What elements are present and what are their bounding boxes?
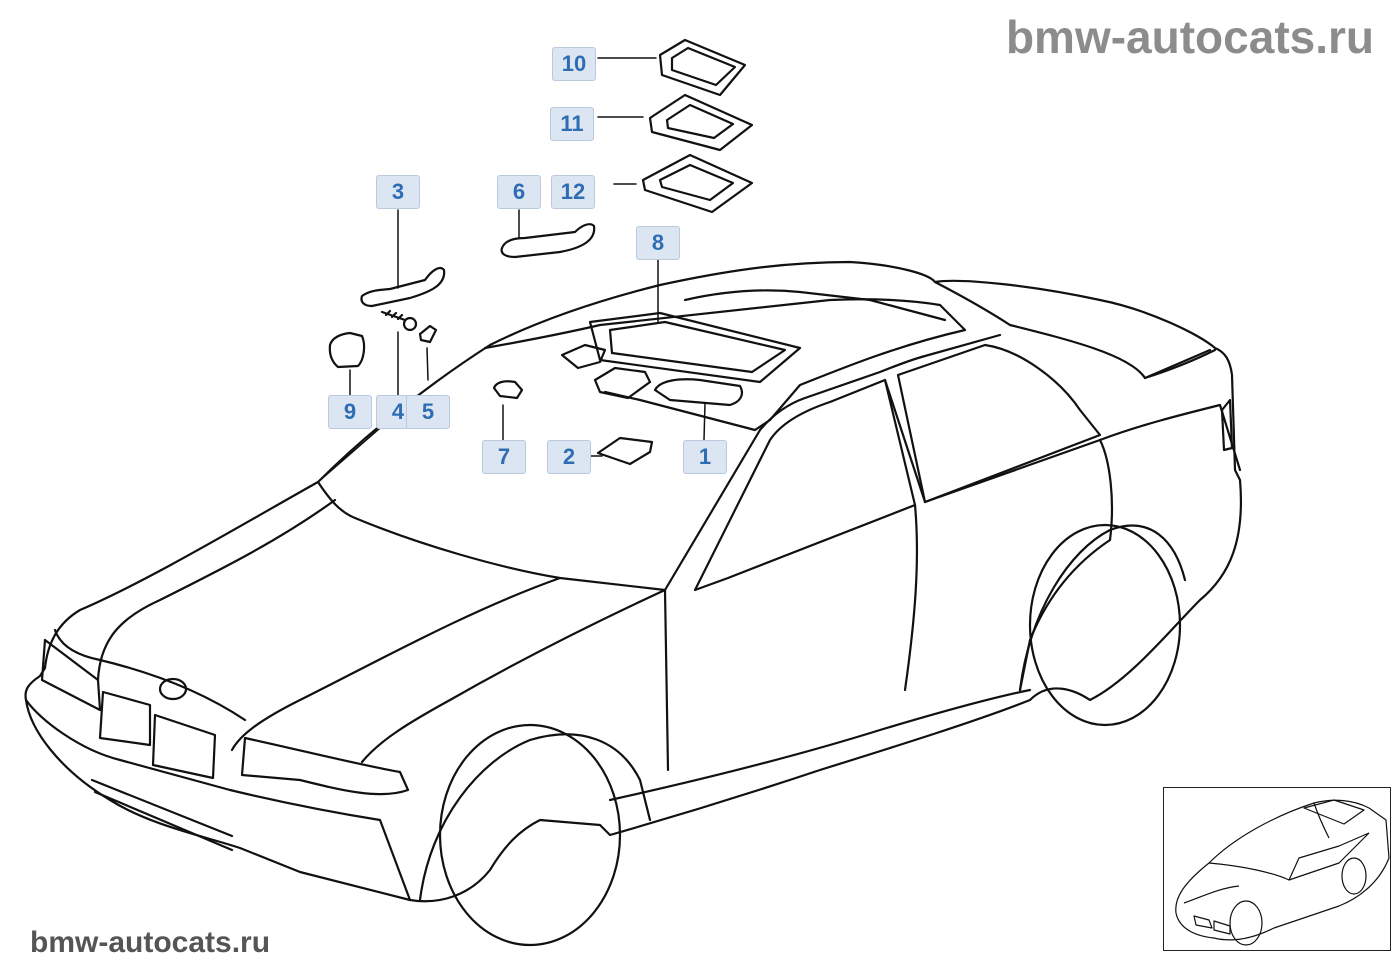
callout-5[interactable]: 5 (406, 395, 450, 429)
hood-front-edge (53, 628, 247, 722)
front-wheel (438, 723, 622, 947)
headlight-left (40, 638, 102, 712)
callout-7[interactable]: 7 (482, 440, 526, 474)
headliner-frame (483, 298, 967, 432)
overview-thumbnail[interactable] (1163, 787, 1391, 951)
trunk-lid (1143, 348, 1217, 380)
callout-1[interactable]: 1 (683, 440, 727, 474)
tail-light (1220, 398, 1234, 452)
sunroof-frame-inner (608, 320, 787, 374)
kidney-grille-right (151, 713, 217, 780)
b-pillar (883, 378, 927, 504)
kidney-grille-left (98, 690, 152, 747)
hood-side-edge (360, 588, 667, 764)
hood-crease-left (96, 498, 337, 682)
part-7-lamp (492, 380, 524, 400)
callout-3[interactable]: 3 (376, 175, 420, 209)
part-9-cover (328, 331, 366, 369)
headlight-right (240, 736, 410, 796)
callout-6[interactable]: 6 (497, 175, 541, 209)
part-5-cap (418, 324, 438, 344)
rear-window (896, 343, 1102, 504)
front-window (693, 378, 917, 592)
callout-11[interactable]: 11 (550, 107, 594, 141)
rear-fender (1098, 403, 1242, 472)
bmw-emblem (158, 677, 188, 701)
front-bumper (24, 698, 412, 902)
roof-console-front (560, 343, 607, 370)
thumbnail-car-icon (1175, 799, 1390, 946)
callout-9[interactable]: 9 (328, 395, 372, 429)
part-10-frame (658, 38, 747, 97)
rear-door (923, 438, 1114, 692)
callout-8[interactable]: 8 (636, 226, 680, 260)
rear-wheel-arch (1018, 524, 1187, 692)
side-sill (608, 688, 1032, 802)
part-6-grab-handle (500, 223, 596, 259)
callout-12[interactable]: 12 (551, 175, 595, 209)
part-3-grab-handle (360, 266, 446, 308)
front-wheel-arch (418, 733, 652, 902)
rear-wheel (1028, 523, 1182, 727)
part-4-screw-head (402, 316, 418, 332)
hood-crease-right (230, 576, 562, 752)
part-12-frame (641, 153, 754, 214)
car-body-outline (24, 279, 1242, 903)
bumper-strip (90, 778, 234, 852)
front-door (663, 503, 919, 772)
part-2-light-housing (596, 436, 654, 466)
watermark-top: bmw-autocats.ru (1005, 11, 1374, 63)
callout-10[interactable]: 10 (552, 47, 596, 81)
windshield-outline (316, 260, 1012, 484)
watermark-bottom: bmw-autocats.ru (30, 926, 271, 959)
part-4-screw (380, 309, 407, 322)
roof-console (593, 366, 652, 400)
callout-2[interactable]: 2 (547, 440, 591, 474)
sunroof-frame-outer (588, 311, 802, 384)
part-1-interior-light (653, 378, 744, 407)
sunroof-glass-seal (683, 289, 947, 322)
hood-outline (316, 480, 667, 592)
roof-rear-edge (1008, 323, 1212, 380)
leader-lines (317, 57, 706, 483)
part-11-frame (648, 93, 754, 152)
